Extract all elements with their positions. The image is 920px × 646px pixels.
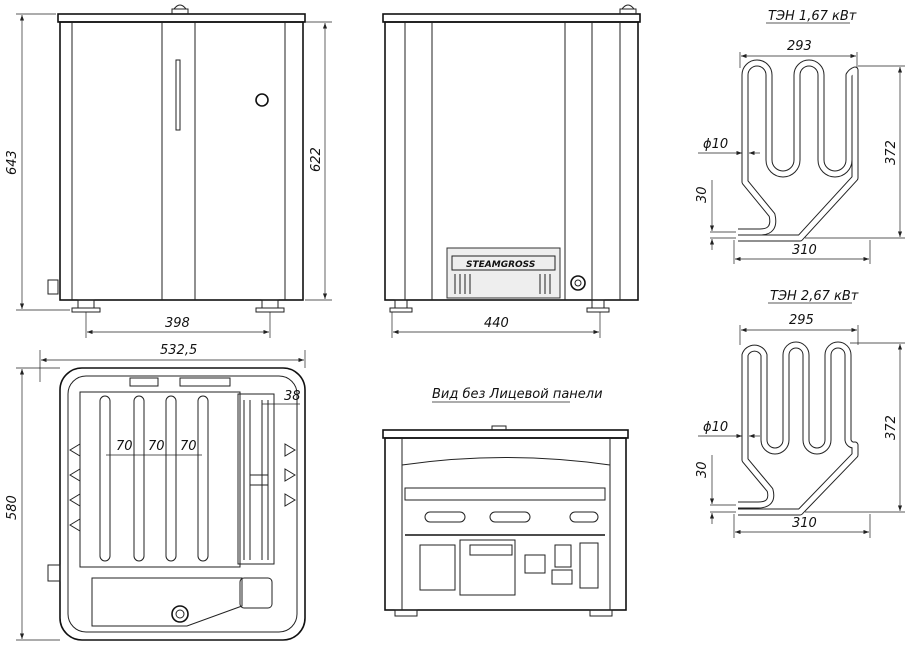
- front-view: 643 622 398: [5, 4, 332, 338]
- heater-1-lead-spacing: 30: [695, 186, 710, 203]
- side-view: STEAMGROSS 440: [382, 4, 641, 338]
- dim-width-side: 440: [484, 316, 509, 331]
- heater-1-height: 372: [884, 140, 899, 165]
- dim-depth-top: 580: [5, 495, 20, 520]
- open-view-title: Вид без Лицевой панели: [432, 387, 603, 402]
- heater-2-diameter: ϕ10: [703, 420, 728, 435]
- dim-width-top: 532,5: [160, 343, 197, 358]
- heater-2-bottom-width: 310: [792, 516, 817, 531]
- indicator-light: [255, 93, 269, 107]
- heater-1-title: ТЭН 1,67 кВт: [768, 9, 857, 24]
- dim-width-front: 398: [165, 316, 190, 331]
- dim-spacing-3: 70: [180, 439, 197, 454]
- heater-1-bottom-width: 310: [792, 243, 817, 258]
- dim-height-body: 622: [309, 147, 324, 172]
- dim-offset: 38: [284, 389, 301, 404]
- heater-2-top-width: 295: [789, 313, 814, 328]
- open-view: Вид без Лицевой панели: [382, 387, 629, 617]
- top-view: 532,5 580 70 70 70 38: [5, 343, 306, 641]
- brand-plate: STEAMGROSS: [466, 260, 535, 270]
- heater-2-lead-spacing: 30: [695, 461, 710, 478]
- heater-1-diameter: ϕ10: [703, 137, 728, 152]
- dim-height-total: 643: [5, 150, 20, 175]
- heater-1-drawing: ТЭН 1,67 кВт 293 372 ϕ10 30 310: [695, 9, 905, 264]
- heater-2-height: 372: [884, 415, 899, 440]
- heater-1-top-width: 293: [787, 39, 812, 54]
- dim-spacing-2: 70: [148, 439, 165, 454]
- dim-spacing-1: 70: [116, 439, 133, 454]
- heater-2-drawing: ТЭН 2,67 кВт 295 372 ϕ10 30 310: [695, 289, 905, 538]
- heater-2-title: ТЭН 2,67 кВт: [770, 289, 859, 304]
